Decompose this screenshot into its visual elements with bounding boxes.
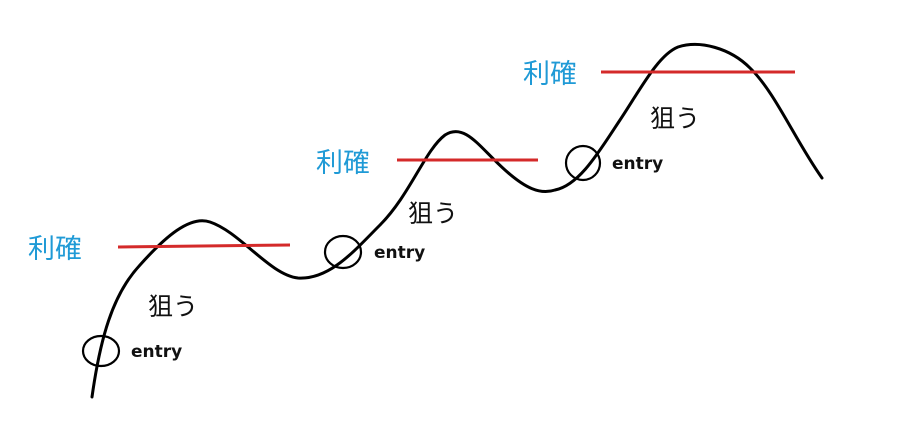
entry-label-3: entry — [612, 154, 663, 174]
take-profit-line-1 — [117, 243, 291, 249]
take-profit-label-2: 利確 — [316, 148, 370, 179]
entry-label-2: entry — [374, 243, 425, 263]
entry-marker-2 — [323, 234, 363, 270]
price-curve — [90, 43, 824, 399]
target-label-2: 狙う — [408, 199, 458, 228]
entry-marker-3 — [564, 144, 602, 182]
take-profit-label-3: 利確 — [523, 59, 577, 90]
entry-label-1: entry — [131, 342, 182, 362]
take-profit-label-1: 利確 — [28, 234, 82, 265]
target-label-1: 狙う — [148, 292, 198, 321]
target-label-3: 狙う — [650, 104, 700, 133]
entry-marker-1 — [81, 334, 121, 368]
